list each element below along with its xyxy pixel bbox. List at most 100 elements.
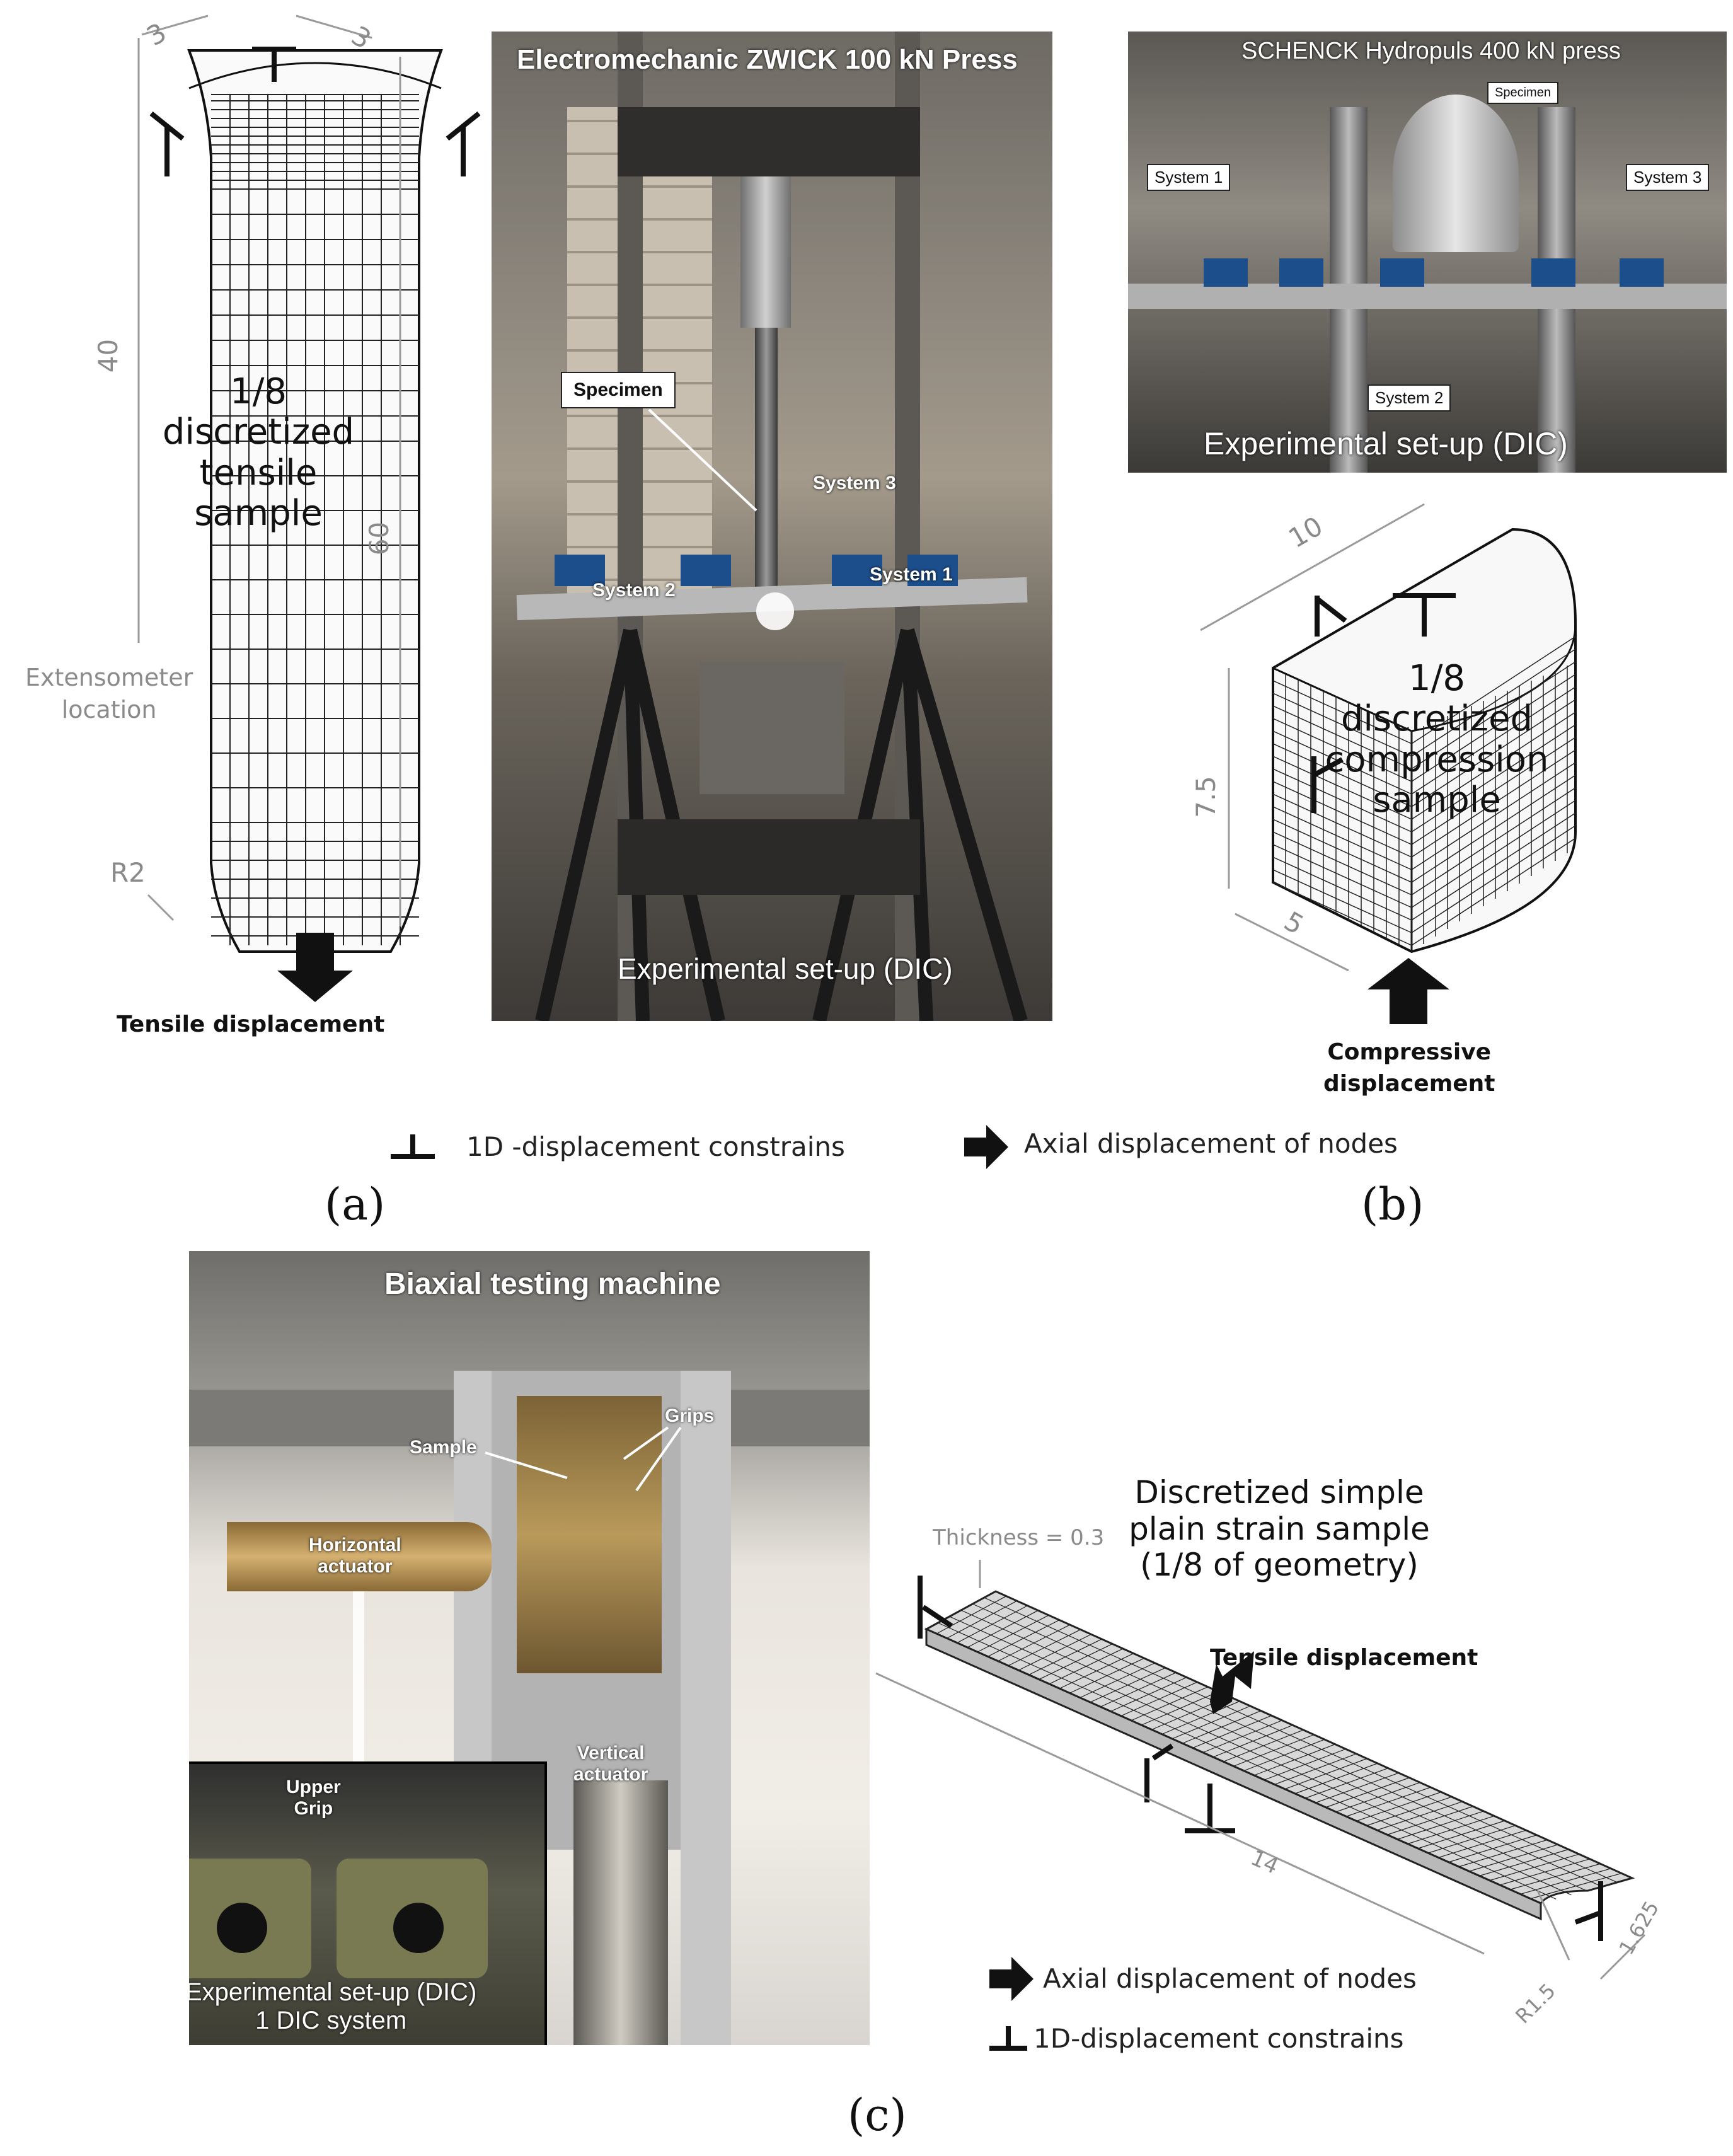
- constraint-symbols-b: [1311, 593, 1456, 813]
- camera: [555, 555, 605, 586]
- camera: [907, 555, 958, 586]
- camera: [1380, 258, 1424, 287]
- mesh-line: [1272, 806, 1412, 870]
- specimen-rod: [755, 328, 778, 599]
- upper-grip-label: Upper Grip: [286, 1777, 341, 1819]
- constraint-legend-text-c: 1D-displacement constrains: [1033, 2023, 1404, 2054]
- constraint-legend-icon-c: [989, 2026, 1027, 2051]
- panel-c-label: (c): [848, 2089, 907, 2141]
- plane-strain-sample-mesh: [924, 1590, 1635, 1921]
- mesh-line: [1272, 756, 1412, 820]
- plane-mesh-lines: [936, 1596, 1622, 1899]
- mesh-line: [1272, 768, 1412, 833]
- mesh-line: [1272, 743, 1412, 807]
- specimen-callout: Specimen: [561, 372, 676, 408]
- camera-lens: [393, 1903, 444, 1953]
- system1-label: System 1: [870, 564, 953, 585]
- mesh-line: [938, 1622, 1557, 1899]
- tensile-displacement-label-c: Tensile displacement: [1210, 1645, 1478, 1671]
- grip-housing: [517, 1396, 662, 1673]
- mesh-line: [1411, 661, 1576, 770]
- base-table: [618, 819, 920, 895]
- tensile-displacement-arrow: [277, 933, 353, 1002]
- extensometer-label: Extensometer location: [25, 664, 193, 724]
- mesh-line: [949, 1616, 1572, 1896]
- camera: [1620, 258, 1664, 287]
- callout-pointers-c: [485, 1426, 682, 1492]
- constraint-legend-text: 1D -displacement constrains: [466, 1131, 845, 1162]
- mesh-line: [972, 1603, 1602, 1887]
- crosshead: [618, 107, 920, 176]
- camera-bar: [1128, 284, 1727, 309]
- plane-strain-caption: Discretized simple plain strain sample (…: [1129, 1474, 1430, 1583]
- vertical-actuator-body: [573, 1780, 668, 2045]
- constraint-legend-icon: [391, 1134, 435, 1159]
- compression-fixture: [700, 662, 844, 794]
- tensile-sample-mesh: [187, 49, 443, 953]
- light-glare: [756, 592, 794, 630]
- mesh-line: [1272, 730, 1412, 795]
- compression-sample-caption: 1/8 discretized compression sample: [1325, 658, 1549, 821]
- constraint-symbol-left: [149, 111, 185, 176]
- constraint-symbol-right: [446, 111, 481, 176]
- thickness-label: Thickness = 0.3: [933, 1525, 1105, 1550]
- mesh-line: [1411, 699, 1576, 807]
- mesh-line: [1411, 636, 1576, 744]
- mesh-line: [1411, 724, 1576, 833]
- mesh-line: [1411, 712, 1576, 820]
- schenck-press-photo: SCHENCK Hydropuls 400 kN press Specimen …: [1128, 32, 1727, 473]
- horizontal-actuator-body: [227, 1522, 492, 1591]
- axial-legend-text-c: Axial displacement of nodes: [1043, 1963, 1417, 1994]
- biaxial-machine-photo: Biaxial testing machine Grips Sample Hor…: [189, 1251, 870, 2045]
- setup-label: Experimental set-up (DIC): [618, 952, 953, 985]
- mesh-line: [1411, 800, 1576, 908]
- dimension-lines-a: [137, 14, 401, 926]
- frame-post-right: [681, 1371, 731, 2045]
- mesh-line: [1272, 869, 1412, 933]
- tensile-displacement-label: Tensile displacement: [117, 1012, 385, 1037]
- camera: [832, 555, 882, 586]
- panel-b-label: (b): [1361, 1179, 1424, 1230]
- load-frame-head: [1393, 95, 1519, 252]
- zwick-press-photo: Electromechanic ZWICK 100 kN Press Speci…: [492, 32, 1052, 1021]
- system3-label: System 3: [813, 473, 896, 493]
- panel-a-label: (a): [325, 1179, 386, 1230]
- system1-callout: System 1: [1147, 164, 1231, 191]
- mesh-line: [1411, 775, 1576, 883]
- camera-lens: [217, 1903, 267, 1953]
- mesh-line: [1411, 787, 1576, 896]
- inset-setup-label: Experimental set-up (DIC) 1 DIC system: [189, 1978, 477, 2034]
- mesh-line: [1272, 781, 1412, 845]
- specimen-callout: Specimen: [1487, 82, 1558, 104]
- photo-title: Electromechanic ZWICK 100 kN Press: [517, 44, 1018, 75]
- mesh-line: [1272, 693, 1412, 757]
- dim-label: R2: [110, 857, 146, 888]
- mesh-line: [1411, 749, 1576, 858]
- system2-label: System 2: [592, 580, 676, 601]
- mesh-line: [1411, 762, 1576, 870]
- tensile-sample-caption: 1/8 discretized tensile sample: [162, 371, 355, 534]
- constraint-symbol-top: [252, 47, 296, 82]
- mesh-line: [1411, 812, 1576, 921]
- mesh-line: [1272, 856, 1412, 921]
- mesh-line: [1411, 737, 1576, 845]
- grips-label: Grips: [665, 1405, 715, 1426]
- mesh-line: [1272, 793, 1412, 858]
- mesh-line: [1411, 686, 1576, 795]
- load-cell: [740, 176, 791, 328]
- vertical-actuator-label: Vertical actuator: [573, 1743, 648, 1785]
- compressive-displacement-arrow: [1367, 958, 1449, 1024]
- mesh-line: [1411, 674, 1576, 782]
- mesh-line: [960, 1610, 1587, 1891]
- camera: [1279, 258, 1323, 287]
- compression-mesh-lines: [1272, 636, 1576, 952]
- camera: [1204, 258, 1248, 287]
- constraint-symbols-c: [918, 1576, 1603, 1941]
- axial-legend-arrow-c: [989, 1957, 1033, 2001]
- dimension-lines-c: [875, 1560, 1646, 1980]
- specimen-pointer: [648, 408, 757, 512]
